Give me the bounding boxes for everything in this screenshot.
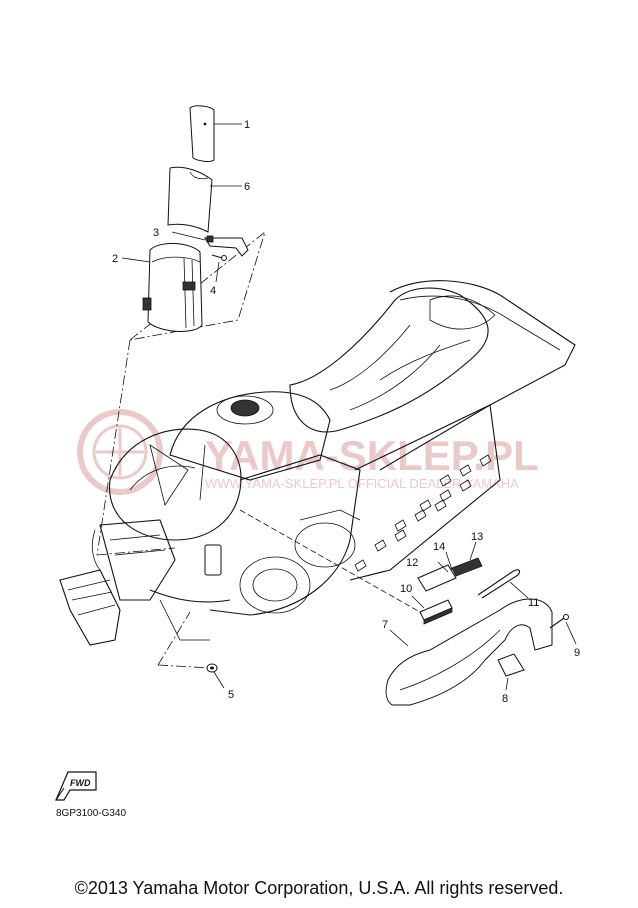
part-13-sticker [451, 541, 483, 577]
callout-12: 12 [406, 557, 418, 569]
callout-2: 2 [112, 253, 118, 265]
part-3-strap [171, 231, 249, 257]
callout-1: 1 [244, 119, 250, 131]
part-2-tool-pouch [121, 243, 203, 332]
callout-8: 8 [502, 693, 508, 705]
part-11-wire [477, 569, 529, 599]
callout-4: 4 [210, 285, 216, 297]
part-10-bracket [239, 509, 453, 625]
part-5-grommet [157, 611, 225, 689]
watermark-logo-icon [77, 409, 163, 495]
part-8-plate [497, 653, 525, 691]
copyright-notice: ©2013 Yamaha Motor Corporation, U.S.A. A… [74, 878, 564, 898]
callout-13: 13 [471, 531, 483, 543]
callout-14: 14 [433, 541, 445, 553]
part-12-label [417, 561, 457, 592]
watermark-subtitle: WWW.YAMA-SKLEP.PL OFFICIAL DEALER YAMAHA [205, 476, 519, 491]
part-4-screw [211, 254, 227, 283]
callout-7: 7 [382, 619, 388, 631]
callout-numbers: 1 2 3 4 5 6 7 8 9 10 11 12 13 14 [112, 119, 580, 705]
callout-11: 11 [528, 597, 539, 609]
watermark-title: YAMA-SKLEP.PL [205, 432, 539, 479]
fwd-label: FWD [70, 778, 91, 788]
part-9-screw [549, 614, 577, 645]
drawing-code: 8GP3100-G340 [56, 808, 127, 819]
part-7-snow-flap [385, 598, 553, 706]
callout-3: 3 [153, 227, 159, 239]
callout-5: 5 [228, 689, 234, 701]
part-6-sleeve [167, 166, 242, 233]
part-1-cover [189, 105, 242, 162]
callout-10: 10 [400, 583, 412, 595]
callout-9: 9 [574, 647, 580, 659]
callout-6: 6 [244, 181, 250, 193]
deck-vent-holes [354, 454, 492, 572]
snowmobile-body-drawing [59, 280, 576, 646]
fwd-arrow-icon: FWD [55, 771, 97, 801]
watermark: YAMA-SKLEP.PL WWW.YAMA-SKLEP.PL OFFICIAL… [77, 409, 539, 495]
part-14-label [445, 551, 453, 571]
